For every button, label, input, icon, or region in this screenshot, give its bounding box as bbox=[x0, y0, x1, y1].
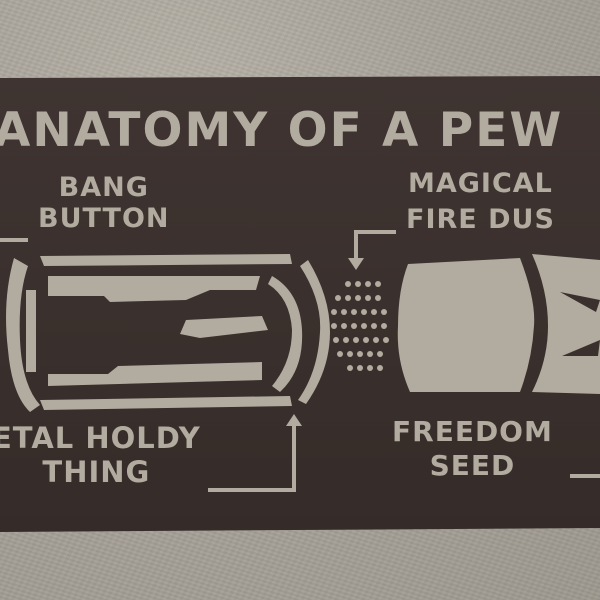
powder-dot bbox=[357, 351, 363, 357]
casing-base-rim bbox=[6, 258, 40, 412]
casing-highlight-bottom bbox=[48, 362, 262, 386]
powder-dot bbox=[365, 281, 371, 287]
powder-dot bbox=[351, 309, 357, 315]
label-freedom-seed: FREEDOM SEED bbox=[392, 415, 553, 483]
powder-dot bbox=[347, 351, 353, 357]
bullet-graphic bbox=[397, 254, 600, 394]
holdy-pointer-arrowhead bbox=[286, 414, 302, 426]
powder-dot bbox=[365, 295, 371, 301]
casing-highlight-top bbox=[48, 276, 260, 302]
label-bang-line1: BANG bbox=[58, 172, 149, 203]
powder-dot bbox=[371, 323, 377, 329]
powder-dot bbox=[383, 337, 389, 343]
powder-dot bbox=[331, 323, 337, 329]
sign-title: ANATOMY OF A PEW bbox=[0, 103, 564, 158]
powder-dot bbox=[377, 365, 383, 371]
powder-dot bbox=[341, 309, 347, 315]
label-bang-button: BANG BUTTON bbox=[38, 172, 170, 234]
casing-primer-slot bbox=[26, 290, 36, 372]
bullet-tip bbox=[532, 254, 600, 394]
casing-bottom-edge bbox=[40, 396, 292, 410]
powder-dot bbox=[341, 323, 347, 329]
label-holdy-line2: THING bbox=[42, 455, 151, 489]
powder-dot bbox=[375, 295, 381, 301]
powder-dot bbox=[373, 337, 379, 343]
casing-mouth-outer bbox=[298, 260, 330, 404]
powder-dot bbox=[345, 295, 351, 301]
powder-dot bbox=[331, 309, 337, 315]
label-magic-line2: FIRE DUS bbox=[406, 204, 555, 235]
casing-mouth-rim bbox=[268, 276, 303, 392]
powder-dot bbox=[381, 309, 387, 315]
casing-top-edge bbox=[40, 254, 292, 266]
powder-dot bbox=[367, 351, 373, 357]
powder-dots bbox=[331, 281, 389, 371]
powder-dot bbox=[355, 295, 361, 301]
powder-dot bbox=[333, 337, 339, 343]
casing-graphic bbox=[6, 254, 330, 412]
pointer-lines bbox=[0, 230, 600, 492]
powder-dot bbox=[353, 337, 359, 343]
powder-dot bbox=[361, 309, 367, 315]
powder-dot bbox=[361, 323, 367, 329]
label-bang-line2: BUTTON bbox=[38, 203, 170, 234]
bullet-tip-notch-top bbox=[560, 292, 600, 312]
powder-dot bbox=[343, 337, 349, 343]
powder-dot bbox=[345, 281, 351, 287]
label-magical-fire-dust: MAGICAL FIRE DUS bbox=[406, 166, 555, 238]
label-holdy-line1: ETAL HOLDY bbox=[0, 421, 201, 455]
powder-dot bbox=[347, 365, 353, 371]
powder-dot bbox=[357, 365, 363, 371]
dust-pointer-arrowhead bbox=[348, 258, 364, 270]
powder-dot bbox=[371, 309, 377, 315]
label-freedom-line2: SEED bbox=[429, 449, 516, 482]
holdy-pointer-line bbox=[208, 422, 296, 492]
dust-pointer-line bbox=[354, 230, 396, 262]
label-freedom-line1: FREEDOM bbox=[392, 415, 553, 448]
powder-dot bbox=[335, 295, 341, 301]
powder-dot bbox=[337, 351, 343, 357]
powder-dot bbox=[367, 365, 373, 371]
powder-dot bbox=[351, 323, 357, 329]
powder-dot bbox=[363, 337, 369, 343]
powder-dot bbox=[375, 281, 381, 287]
label-magic-line1: MAGICAL bbox=[408, 168, 553, 199]
bullet-body bbox=[397, 258, 535, 392]
powder-dot bbox=[355, 281, 361, 287]
label-metal-holdy-thing: ETAL HOLDY THING bbox=[0, 421, 201, 489]
bullet-tip-notch-bottom bbox=[562, 340, 600, 356]
casing-highlight-middle bbox=[180, 316, 268, 338]
powder-dot bbox=[377, 351, 383, 357]
powder-dot bbox=[381, 323, 387, 329]
